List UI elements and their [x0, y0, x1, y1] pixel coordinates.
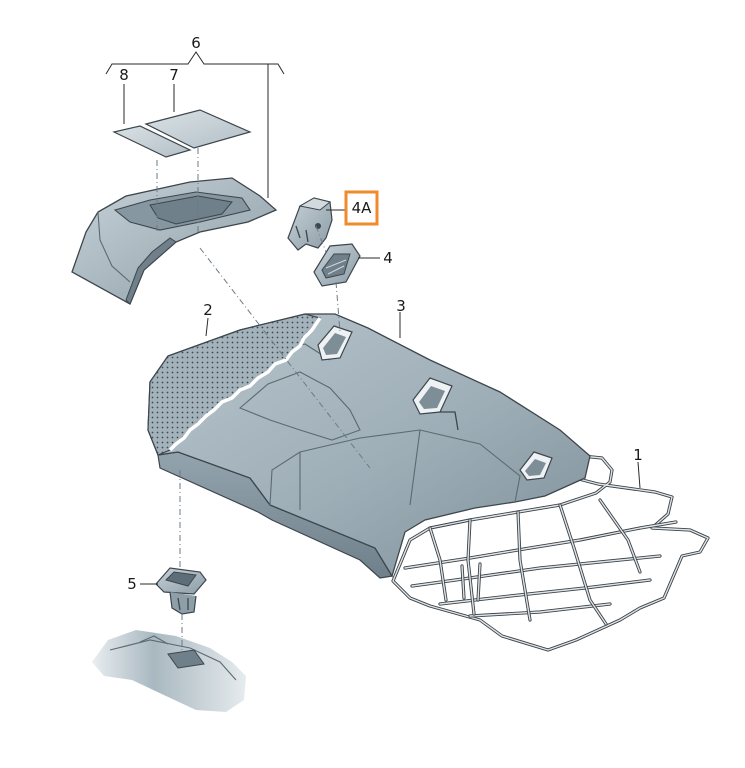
callout-6: 6	[191, 34, 201, 52]
pad-lower	[112, 125, 192, 158]
seat-cover-fabric	[147, 313, 322, 456]
trim-frame-4	[313, 243, 361, 287]
callout-2: 2	[203, 301, 213, 319]
callout-3: 3	[396, 297, 406, 315]
callout-1: 1	[633, 446, 643, 464]
pad-upper	[144, 109, 252, 149]
seat-frame-wire	[391, 454, 710, 652]
callout-4a: 4A	[352, 199, 373, 217]
clip-5	[155, 567, 207, 615]
cushion-opening-right	[519, 451, 553, 481]
callout-7: 7	[169, 66, 179, 84]
trim-bracket-4a	[287, 197, 333, 251]
floor-panel	[92, 630, 246, 712]
armrest-housing	[71, 177, 278, 305]
cushion-opening-left	[317, 325, 353, 361]
assembly-lines	[156, 148, 371, 650]
cushion-opening-center	[412, 377, 453, 415]
callout-4: 4	[383, 249, 393, 267]
callout-8: 8	[119, 66, 129, 84]
callout-4a-highlight	[344, 190, 379, 226]
callout-5: 5	[127, 575, 137, 593]
leader-lines	[105, 51, 641, 585]
